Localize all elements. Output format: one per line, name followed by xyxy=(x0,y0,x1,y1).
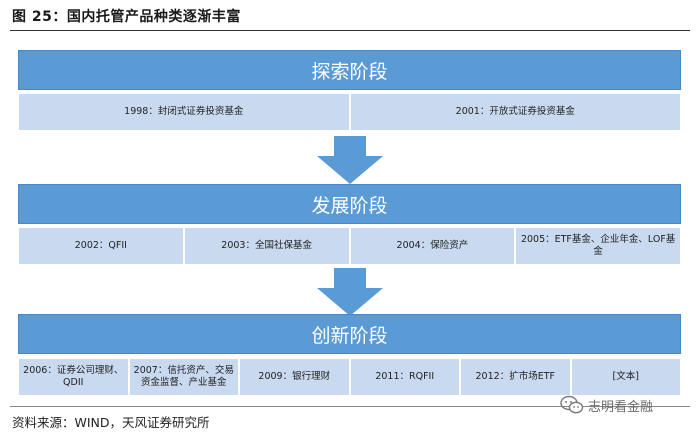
stage-item: 2004：保险资产 xyxy=(349,227,516,265)
stage-header-development: 发展阶段 xyxy=(18,184,681,224)
stage-item: 2011：RQFII xyxy=(349,358,460,396)
title-rule xyxy=(10,30,690,31)
stage-item: 2009：银行理财 xyxy=(239,358,350,396)
stage-header-exploration: 探索阶段 xyxy=(18,50,681,90)
stage-header-innovation: 创新阶段 xyxy=(18,314,681,354)
stage-row-development: 2002：QFII 2003：全国社保基金 2004：保险资产 2005：ETF… xyxy=(18,227,681,265)
stage-item: 2001：开放式证券投资基金 xyxy=(349,93,681,131)
down-arrow-icon xyxy=(317,268,383,316)
stage-item: 2002：QFII xyxy=(18,227,184,265)
stage-item: 1998：封闭式证券投资基金 xyxy=(18,93,350,131)
watermark: 志明看金融 xyxy=(560,395,653,415)
source-rule xyxy=(10,406,690,407)
figure-title: 图 25：国内托管产品种类逐渐丰富 xyxy=(12,9,241,25)
stage-item: 2006：证券公司理财、QDII xyxy=(18,358,129,396)
stage-item: 2003：全国社保基金 xyxy=(183,227,350,265)
stage-item: 2005：ETF基金、企业年金、LOF基金 xyxy=(515,227,681,265)
stage-item: 2012：扩市场ETF xyxy=(460,358,571,396)
wechat-icon xyxy=(560,395,584,414)
stage-item: [文本] xyxy=(570,358,681,396)
source-note: 资料来源：WIND，天风证券研究所 xyxy=(12,415,210,430)
stage-item: 2007：信托资产、交易资金监督、产业基金 xyxy=(128,358,239,396)
watermark-text: 志明看金融 xyxy=(588,399,654,415)
stage-row-innovation: 2006：证券公司理财、QDII 2007：信托资产、交易资金监督、产业基金 2… xyxy=(18,358,681,396)
down-arrow-icon xyxy=(317,136,383,184)
stage-row-exploration: 1998：封闭式证券投资基金 2001：开放式证券投资基金 xyxy=(18,93,681,131)
